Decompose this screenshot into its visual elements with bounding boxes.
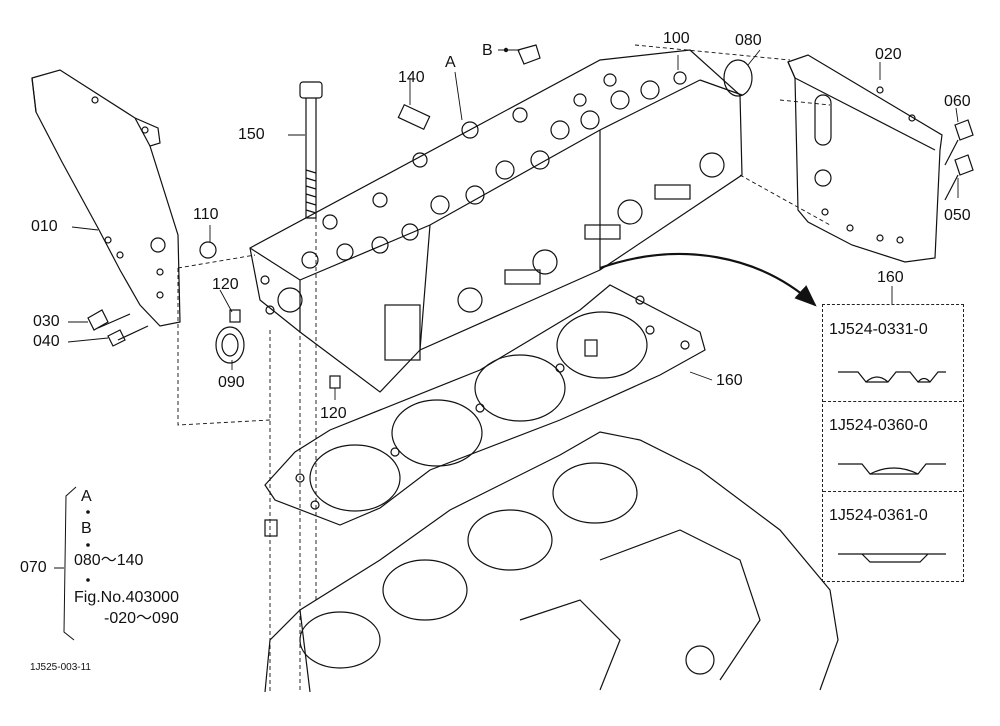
callout-120-upper: 120 [212,276,239,293]
callout-120-lower: 120 [320,405,347,422]
callout-090: 090 [218,374,245,391]
kit-line-range: 080～140 [74,552,144,569]
gasket-variants-box: 1J524-0331-0 1J524-0360-0 1J524-0361-0 [822,304,964,582]
variant-arrow [599,253,817,307]
callout-020: 020 [875,46,902,63]
callout-040: 040 [33,333,60,350]
callout-030: 030 [33,313,60,330]
variant-row: 1J524-0331-0 [823,305,962,397]
callout-B: B [482,42,493,59]
callout-010: 010 [31,218,58,235]
kit-bracket [63,486,77,641]
callout-080: 080 [735,32,762,49]
callout-150: 150 [238,126,265,143]
variant-divider [823,401,962,402]
bracket-010 [31,69,181,327]
leader-lines [67,49,959,400]
variant-divider [823,491,962,492]
variant-part-number: 1J524-0360-0 [829,417,928,434]
cylinder-head [249,49,743,393]
callout-050: 050 [944,207,971,224]
callout-100: 100 [663,30,690,47]
kit-line-b: B [81,520,92,537]
callout-160-gasket: 160 [716,372,743,389]
variant-part-number: 1J524-0331-0 [829,321,928,338]
gasket-profile-sketches [838,371,946,563]
bracket-020 [787,54,943,263]
kit-line-figure-range: -020～090 [104,610,179,627]
callout-160-variants: 160 [877,269,904,286]
variant-row: 1J524-0361-0 [823,491,962,583]
head-bolt-150 [299,81,323,219]
kit-line-a: A [81,488,92,505]
head-gasket [264,284,706,526]
kit-number: 070 [20,559,47,576]
callout-110: 110 [193,206,219,223]
assembly-lines [177,44,831,692]
callout-A: A [445,54,456,71]
small-parts [87,44,974,537]
variant-part-number: 1J524-0361-0 [829,507,928,524]
callout-140: 140 [398,69,425,86]
engine-block [264,431,839,693]
figure-code: 1J525-003-11 [30,662,91,673]
callout-060: 060 [944,93,971,110]
variant-row: 1J524-0360-0 [823,401,962,493]
kit-line-figure: Fig.No.403000 [74,589,179,606]
